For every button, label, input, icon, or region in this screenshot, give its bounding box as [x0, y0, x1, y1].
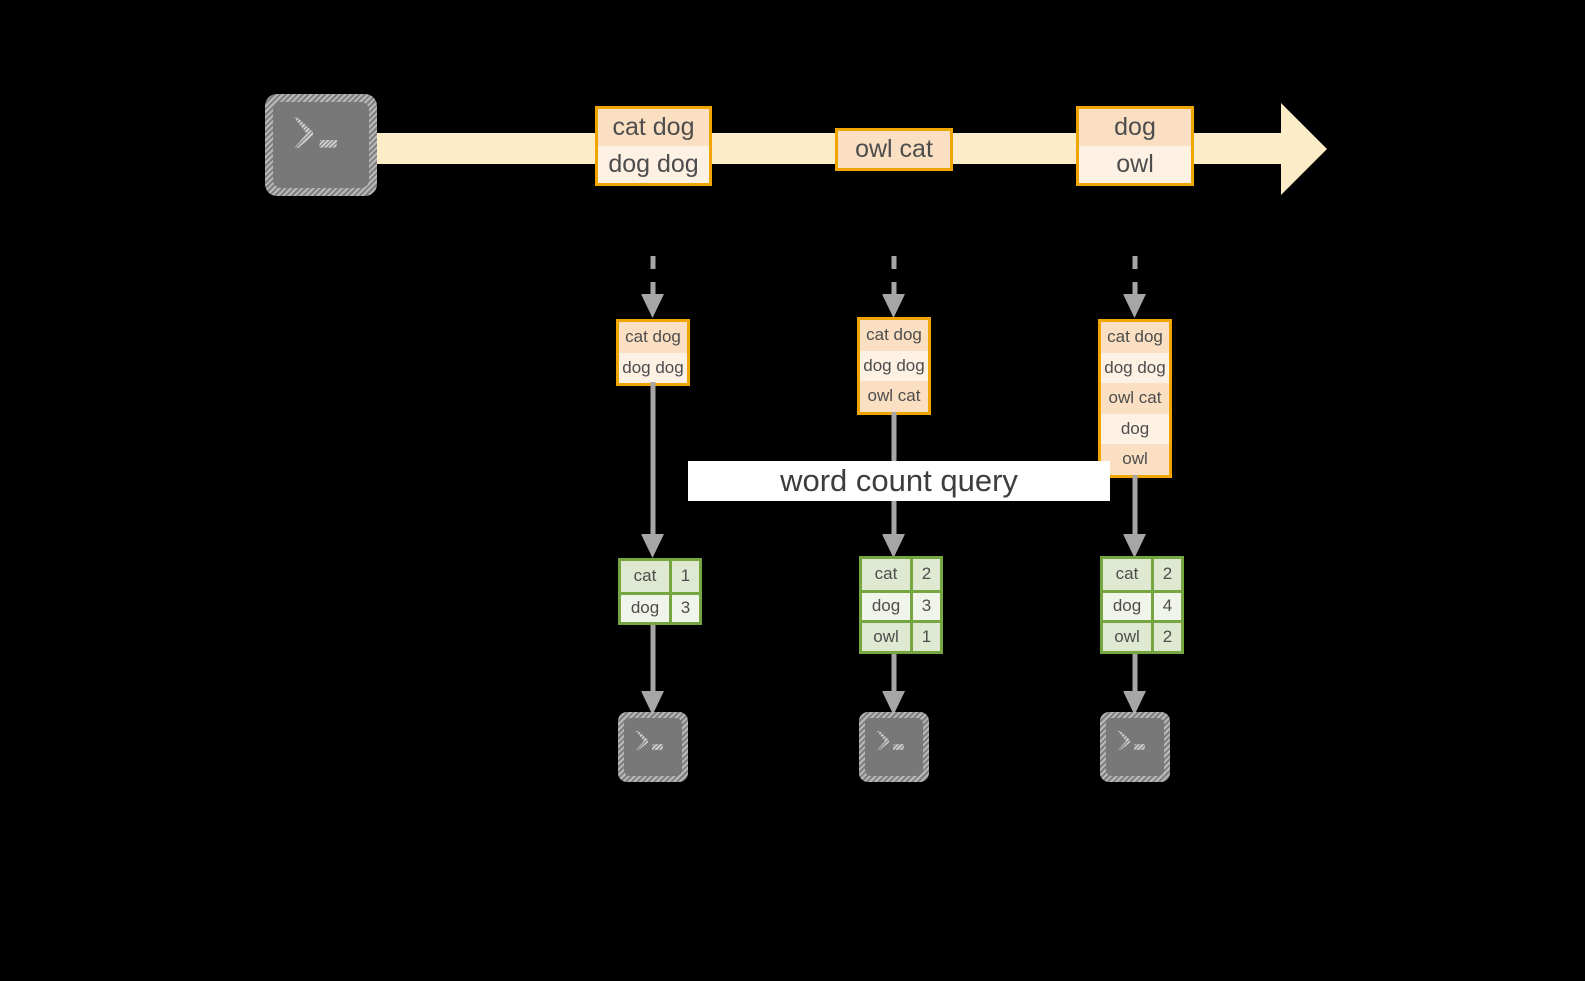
snapshot-trigger-arrow — [641, 256, 664, 318]
snapshot-trigger-arrow — [882, 256, 905, 318]
query-arrow — [641, 382, 664, 558]
result-count: 1 — [669, 561, 699, 592]
query-arrow — [1123, 475, 1146, 558]
result-count: 4 — [1151, 589, 1181, 620]
result-count: 3 — [910, 589, 940, 620]
result-count: 1 — [910, 620, 940, 651]
source-terminal-icon[interactable] — [265, 94, 377, 196]
result-key: owl — [1103, 620, 1151, 651]
snapshot-input-box[interactable]: cat dog dog dog owl cat — [857, 317, 931, 415]
table-row: dog 3 — [621, 591, 699, 622]
prompt-cursor-icon — [892, 744, 905, 750]
result-key: cat — [1103, 559, 1151, 590]
result-count: 2 — [1151, 620, 1181, 651]
result-key: dog — [1103, 589, 1151, 620]
snapshot-input-row: owl cat — [860, 381, 928, 412]
prompt-cursor-icon — [651, 744, 664, 750]
snapshot-input-row: cat dog — [860, 320, 928, 351]
stream-event-row: cat dog — [598, 109, 709, 146]
stream-event-box[interactable]: dog owl — [1076, 106, 1194, 186]
snapshot-input-row: cat dog — [1101, 322, 1169, 353]
result-count: 2 — [1151, 559, 1181, 590]
table-row: cat 2 — [862, 559, 940, 590]
result-key: cat — [862, 559, 910, 590]
prompt-chevron-icon — [294, 117, 314, 149]
stream-event-box[interactable]: owl cat — [835, 128, 953, 171]
prompt-chevron-icon — [876, 730, 890, 751]
table-row: owl 1 — [862, 620, 940, 651]
snapshot-input-box[interactable]: cat dog dog dog — [616, 319, 690, 386]
snapshot-input-row: dog dog — [1101, 352, 1169, 383]
result-key: cat — [621, 561, 669, 592]
snapshot-input-row: dog dog — [860, 350, 928, 381]
result-key: dog — [862, 589, 910, 620]
prompt-chevron-icon — [1117, 730, 1131, 751]
query-label-banner: word count query — [688, 461, 1110, 501]
result-table[interactable]: cat 2 dog 4 owl 2 — [1100, 556, 1184, 654]
result-table[interactable]: cat 1 dog 3 — [618, 558, 702, 625]
prompt-cursor-icon — [1133, 744, 1146, 750]
snapshot-input-row: dog dog — [619, 352, 687, 383]
result-count: 3 — [669, 591, 699, 622]
stream-event-row: owl cat — [838, 131, 950, 168]
result-output-arrow — [882, 654, 905, 715]
stream-arrow-head — [1281, 103, 1327, 195]
sink-terminal-icon[interactable] — [859, 712, 929, 782]
snapshot-input-row: owl — [1101, 444, 1169, 475]
table-row: cat 2 — [1103, 559, 1181, 590]
result-output-arrow — [1123, 654, 1146, 715]
result-table[interactable]: cat 2 dog 3 owl 1 — [859, 556, 943, 654]
terminal-screen — [865, 718, 923, 776]
table-row: dog 3 — [862, 589, 940, 620]
result-key: owl — [862, 620, 910, 651]
sink-terminal-icon[interactable] — [618, 712, 688, 782]
snapshot-input-box[interactable]: cat dog dog dog owl cat dog owl — [1098, 319, 1172, 478]
table-row: owl 2 — [1103, 620, 1181, 651]
result-output-arrow — [641, 625, 664, 715]
stream-event-box[interactable]: cat dog dog dog — [595, 106, 712, 186]
stream-event-row: dog — [1079, 109, 1191, 146]
terminal-screen — [273, 102, 369, 188]
sink-terminal-icon[interactable] — [1100, 712, 1170, 782]
snapshot-trigger-arrow — [1123, 256, 1146, 318]
prompt-cursor-icon — [319, 139, 338, 148]
terminal-screen — [1106, 718, 1164, 776]
snapshot-input-row: owl cat — [1101, 383, 1169, 414]
result-key: dog — [621, 591, 669, 622]
query-label-text: word count query — [780, 463, 1018, 498]
snapshot-input-row: dog — [1101, 413, 1169, 444]
stream-event-row: owl — [1079, 146, 1191, 183]
stream-event-row: dog dog — [598, 146, 709, 183]
prompt-chevron-icon — [635, 730, 649, 751]
table-row: dog 4 — [1103, 589, 1181, 620]
result-count: 2 — [910, 559, 940, 590]
snapshot-input-row: cat dog — [619, 322, 687, 353]
terminal-screen — [624, 718, 682, 776]
table-row: cat 1 — [621, 561, 699, 592]
